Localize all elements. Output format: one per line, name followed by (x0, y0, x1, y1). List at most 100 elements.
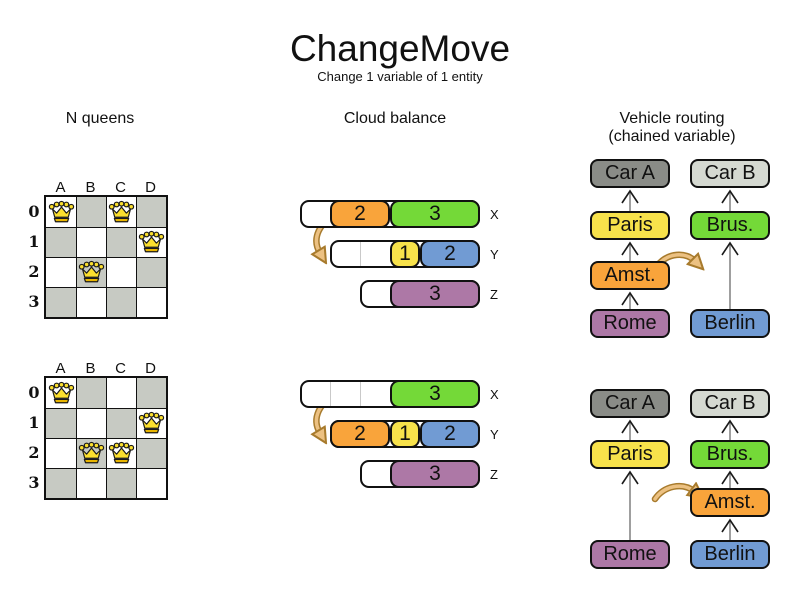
board-cell (106, 468, 136, 498)
process-block: 3 (390, 380, 480, 408)
chain-arrowhead-icon (721, 419, 739, 434)
queen-icon (108, 441, 134, 464)
row-label: 2 (28, 443, 40, 462)
board-grid-line (46, 287, 166, 288)
board-cell (76, 378, 106, 408)
chain-arrowhead-icon (721, 241, 739, 256)
board-cell (46, 408, 76, 438)
queen-cell (136, 227, 166, 257)
row-label: 0 (28, 202, 40, 221)
chain-arrowhead-icon (621, 419, 639, 434)
computer-label: Z (490, 467, 498, 482)
row-label: 1 (28, 232, 40, 251)
route-box-amst: Amst. (590, 261, 670, 290)
section-header-cloud-balance: Cloud balance (343, 110, 447, 127)
board-frame (44, 376, 168, 500)
column-label: B (85, 179, 97, 196)
board-cell (136, 438, 166, 468)
chain-arrowhead-icon (721, 470, 739, 485)
board-cell (106, 287, 136, 317)
route-box-rome: Rome (590, 309, 670, 338)
board-cell (136, 257, 166, 287)
queen-icon (48, 381, 74, 404)
board-cell (76, 408, 106, 438)
board-cell (76, 287, 106, 317)
process-block: 1 (390, 240, 420, 268)
board-cell (46, 257, 76, 287)
computer-label: Y (490, 427, 499, 442)
board-cell (106, 378, 136, 408)
route-box-paris: Paris (590, 440, 670, 469)
route-box-cara: Car A (590, 159, 670, 188)
board-grid-line (46, 438, 166, 439)
board-cell (136, 468, 166, 498)
process-block: 3 (390, 200, 480, 228)
column-label: C (115, 179, 127, 196)
section-header-vehicle-routing: Vehicle routing (chained variable) (572, 110, 772, 146)
board-grid-line (46, 468, 166, 469)
page-subtitle: Change 1 variable of 1 entity (317, 69, 483, 84)
board-cell (76, 468, 106, 498)
computer-label: Z (490, 287, 498, 302)
page-title: ChangeMove (289, 28, 511, 69)
queen-cell (106, 197, 136, 227)
move-arrow-icon (653, 486, 694, 501)
row-label: 0 (28, 383, 40, 402)
chain-arrowhead-icon (621, 291, 639, 306)
queen-cell (46, 378, 76, 408)
process-block: 1 (390, 420, 420, 448)
chain-arrowhead-icon (721, 518, 739, 533)
chain-arrowhead-icon (621, 241, 639, 256)
queen-icon (138, 230, 164, 253)
chain-arrowhead-icon (621, 189, 639, 204)
row-label: 1 (28, 413, 40, 432)
row-label: 3 (28, 473, 40, 492)
route-box-berlin: Berlin (690, 309, 770, 338)
computer-label: X (490, 387, 499, 402)
board-frame (44, 195, 168, 319)
row-label: 3 (28, 292, 40, 311)
board-cell (46, 287, 76, 317)
route-box-amst: Amst. (690, 488, 770, 517)
computer-label: Y (490, 247, 499, 262)
row-label: 2 (28, 262, 40, 281)
column-label: C (115, 360, 127, 377)
move-arrow-outline (651, 482, 698, 503)
route-box-cara: Car A (590, 389, 670, 418)
board-grid-line (46, 257, 166, 258)
route-box-paris: Paris (590, 211, 670, 240)
process-block: 3 (390, 280, 480, 308)
board-cell (136, 197, 166, 227)
capacity-slot-divider (360, 382, 361, 406)
section-header-nqueens: N queens (65, 110, 135, 127)
route-box-brus: Brus. (690, 440, 770, 469)
route-box-rome: Rome (590, 540, 670, 569)
board-cell (46, 468, 76, 498)
board-cell (106, 227, 136, 257)
column-label: A (55, 179, 67, 196)
route-box-carb: Car B (690, 389, 770, 418)
vehicle-routing-header-line2: (chained variable) (608, 128, 736, 145)
capacity-slot-divider (360, 242, 361, 266)
queen-cell (106, 438, 136, 468)
board-cell (76, 197, 106, 227)
board-grid-line (136, 378, 137, 498)
column-label: B (85, 360, 97, 377)
route-box-carb: Car B (690, 159, 770, 188)
board-cell (136, 378, 166, 408)
board-cell (106, 257, 136, 287)
queen-cell (76, 438, 106, 468)
chain-arrowhead-icon (721, 189, 739, 204)
queen-cell (136, 408, 166, 438)
queen-icon (138, 411, 164, 434)
process-block: 2 (420, 240, 480, 268)
column-label: D (145, 179, 157, 196)
process-block: 2 (330, 420, 390, 448)
queen-icon (108, 200, 134, 223)
queen-cell (76, 257, 106, 287)
board-cell (136, 287, 166, 317)
board-cell (46, 438, 76, 468)
queen-icon (78, 260, 104, 283)
queen-icon (78, 441, 104, 464)
